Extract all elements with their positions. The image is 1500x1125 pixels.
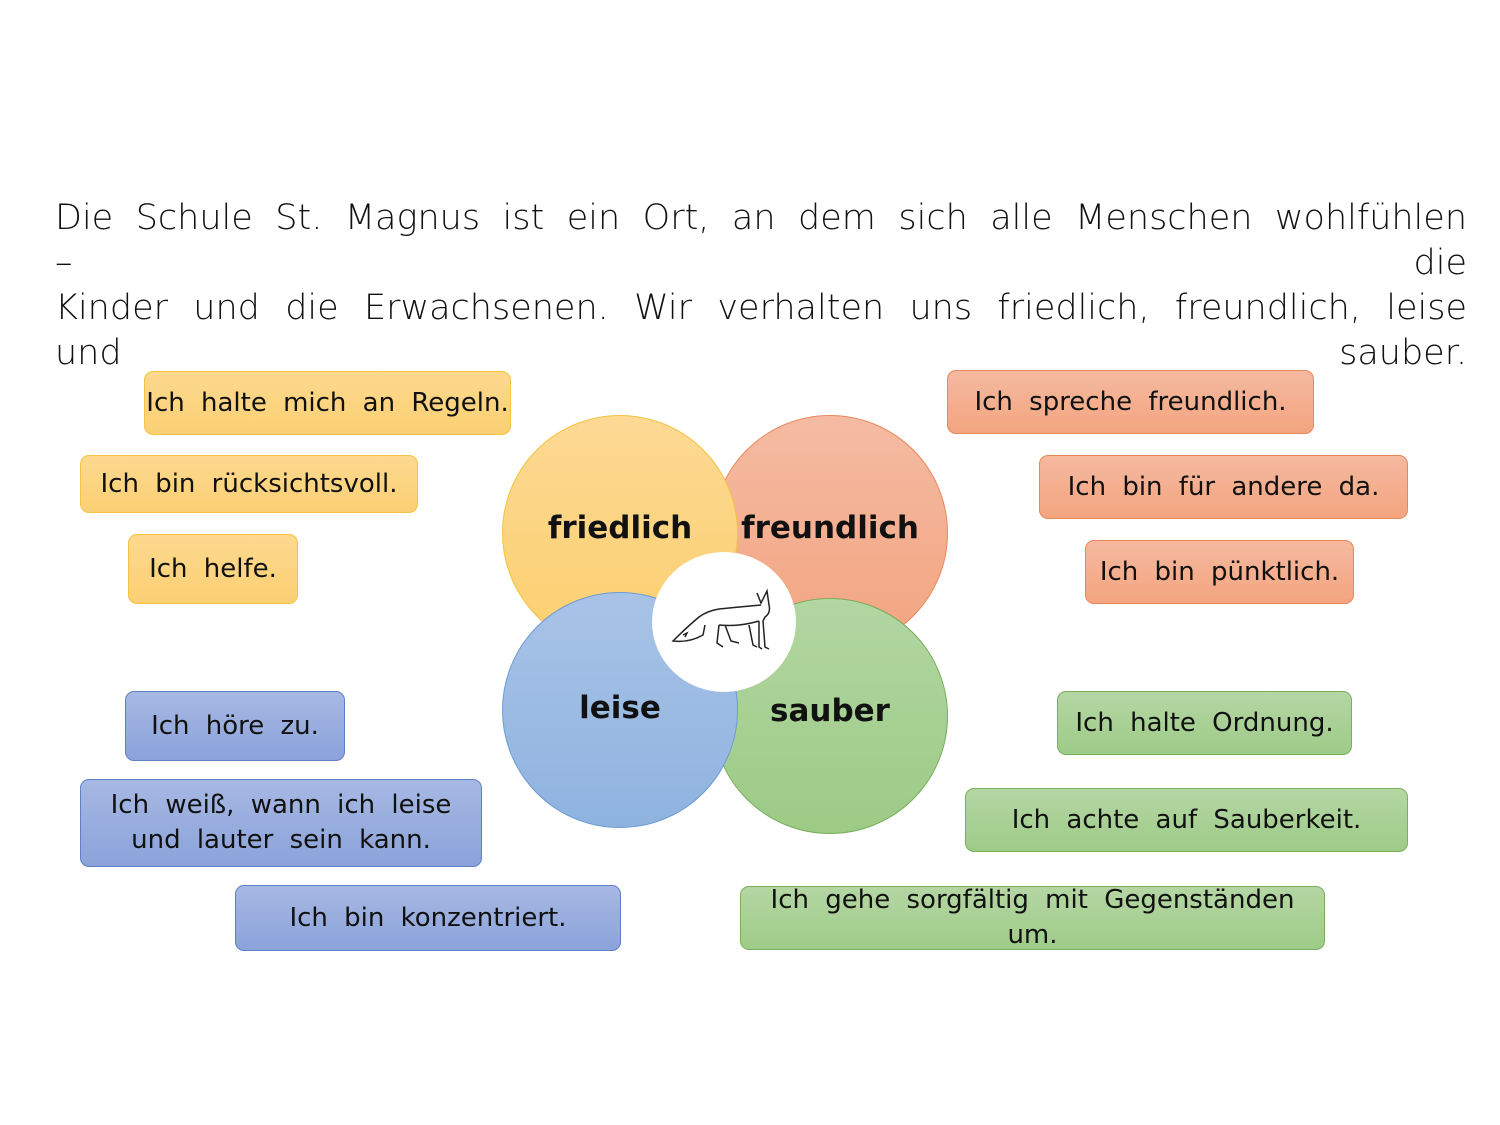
- leise-item: Ich bin konzentriert.: [235, 885, 621, 951]
- freundlich-item: Ich bin für andere da.: [1039, 455, 1408, 519]
- circle-label: freundlich: [741, 510, 919, 546]
- leise-item: Ich weiß, wann ich leise und lauter sein…: [80, 779, 482, 867]
- leise-item: Ich höre zu.: [125, 691, 345, 761]
- circle-label: leise: [579, 689, 661, 726]
- friedlich-item: Ich helfe.: [128, 534, 298, 604]
- freundlich-item: Ich spreche freundlich.: [947, 370, 1314, 434]
- freundlich-item: Ich bin pünktlich.: [1085, 540, 1354, 604]
- sauber-item: Ich gehe sorgfältig mit Gegenständen um.: [740, 885, 1325, 950]
- fox-icon: [671, 588, 771, 650]
- circle-label: friedlich: [547, 510, 693, 546]
- sauber-item: Ich achte auf Sauberkeit.: [965, 788, 1408, 852]
- leise-item-line: und lauter sein kann.: [131, 825, 431, 855]
- intro-line-2: Kinder und die Erwachsenen. Wir verhalte…: [55, 288, 1467, 373]
- intro-line-1: Die Schule St. Magnus ist ein Ort, an de…: [55, 198, 1467, 283]
- leise-item-line: Ich weiß, wann ich leise: [110, 790, 452, 820]
- friedlich-item: Ich bin rücksichtsvoll.: [80, 455, 418, 513]
- intro-text: Die Schule St. Magnus ist ein Ort, an de…: [55, 196, 1467, 376]
- center-circle: [652, 552, 796, 692]
- circle-label: sauber: [770, 693, 890, 729]
- friedlich-item: Ich halte mich an Regeln.: [144, 371, 511, 435]
- sauber-item: Ich halte Ordnung.: [1057, 691, 1352, 755]
